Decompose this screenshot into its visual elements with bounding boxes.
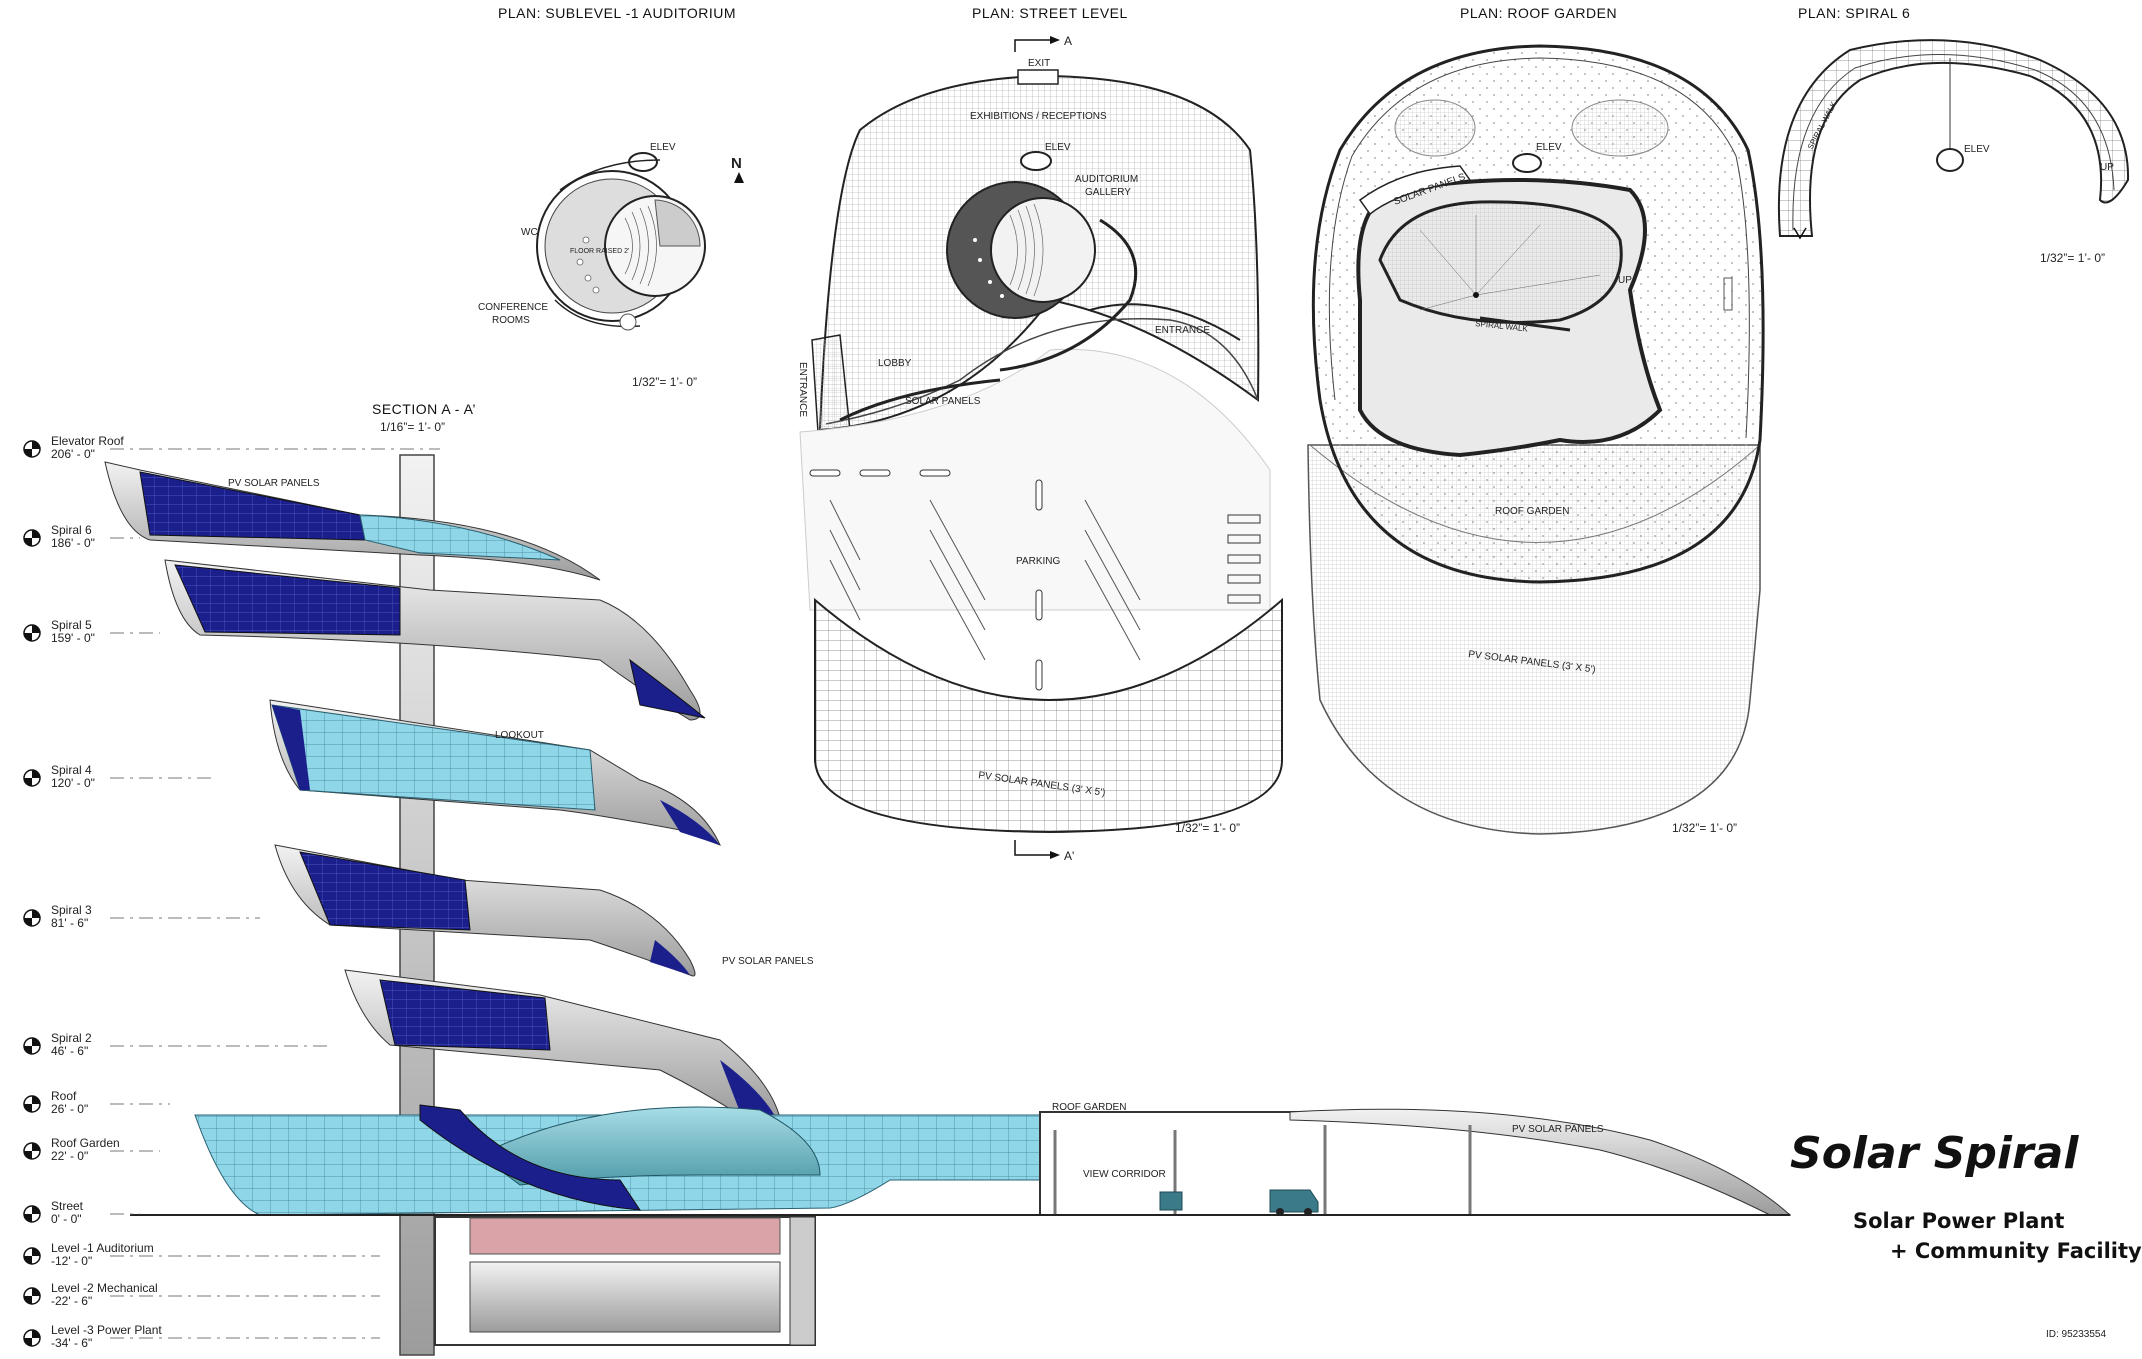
sublevel-conference-label-2: ROOMS xyxy=(492,315,530,326)
level-name: Spiral 5 xyxy=(51,618,92,632)
level-elevation: 159' - 0" xyxy=(51,631,95,645)
level-name: Spiral 6 xyxy=(51,523,92,537)
level-name: Level -3 Power Plant xyxy=(51,1323,162,1337)
level-marker: Level -2 Mechanical-22' - 6" xyxy=(23,1281,380,1308)
plan-roof-garden: PLAN: ROOF GARDEN ELEV SOLAR PANELS UP S… xyxy=(1307,5,1765,835)
street-auditorium-label-2: GALLERY xyxy=(1085,187,1131,198)
street-solar-panels-label: SOLAR PANELS xyxy=(905,396,981,407)
sublevel-conference-label-1: CONFERENCE xyxy=(478,302,548,313)
level-name: Roof xyxy=(51,1089,77,1103)
section-a-a: SECTION A - A’ 1/16”= 1’- 0” xyxy=(23,401,1792,1356)
level-marker: Spiral 381' - 6" xyxy=(23,903,260,930)
level-marker: Spiral 246' - 6" xyxy=(23,1031,330,1058)
north-arrow-label: N xyxy=(731,155,742,172)
section-view-corridor-label: VIEW CORRIDOR xyxy=(1083,1169,1166,1180)
street-exit-label: EXIT xyxy=(1028,58,1050,69)
plan-street-level: PLAN: STREET LEVEL A A' xyxy=(797,5,1283,863)
level-elevation: 46' - 6" xyxy=(51,1044,88,1058)
spiral6-up-label: UP xyxy=(2100,162,2114,173)
roof-garden-label: ROOF GARDEN xyxy=(1495,506,1569,517)
street-exhibitions-label: EXHIBITIONS / RECEPTIONS xyxy=(970,111,1107,122)
plan-sublevel-auditorium: PLAN: SUBLEVEL -1 AUDITORIUM ELEV N WC F… xyxy=(478,5,744,389)
street-lobby-label: LOBBY xyxy=(878,358,912,369)
roof-elev-label: ELEV xyxy=(1536,142,1562,153)
section-roof-garden-label: ROOF GARDEN xyxy=(1052,1102,1126,1113)
section-pv-mid-label: PV SOLAR PANELS xyxy=(722,956,814,967)
level-name: Roof Garden xyxy=(51,1136,120,1150)
level-elevation: 26' - 0" xyxy=(51,1102,88,1116)
spiral6-elev-label: ELEV xyxy=(1964,144,1990,155)
level-marker: Level -3 Power Plant-34' - 6" xyxy=(23,1323,380,1350)
project-subtitle-2: + Community Facility xyxy=(1890,1239,2142,1263)
cut-a-bottom-label: A' xyxy=(1064,849,1074,863)
section-title: SECTION A - A’ xyxy=(372,401,476,417)
level-name: Level -2 Mechanical xyxy=(51,1281,158,1295)
level-elevation: 81' - 6" xyxy=(51,916,88,930)
roof-up-label: UP xyxy=(1618,275,1632,286)
street-elev-label: ELEV xyxy=(1045,142,1071,153)
section-pv-right-label: PV SOLAR PANELS xyxy=(1512,1124,1604,1135)
level-name: Spiral 2 xyxy=(51,1031,92,1045)
section-lookout-label: LOOKOUT xyxy=(495,730,544,741)
level-name: Spiral 3 xyxy=(51,903,92,917)
spiral-3-deck xyxy=(274,844,696,977)
level-elevation: -12' - 0" xyxy=(51,1254,92,1268)
plan-roof-title: PLAN: ROOF GARDEN xyxy=(1460,5,1617,21)
north-arrow-icon xyxy=(734,172,744,183)
project-title: Solar Spiral xyxy=(1790,1128,2079,1179)
section-scale: 1/16”= 1’- 0” xyxy=(380,420,445,434)
section-pv-top-label: PV SOLAR PANELS xyxy=(228,478,320,489)
level-marker: Level -1 Auditorium-12' - 0" xyxy=(23,1241,380,1268)
sublevel-wc-label: WC xyxy=(521,227,538,238)
plan-spiral-6: PLAN: SPIRAL 6 ELEV SPIRAL WALK UP 1/32”… xyxy=(1777,5,2130,265)
roof-scale: 1/32”= 1’- 0” xyxy=(1672,821,1737,835)
level-elevation: -22' - 6" xyxy=(51,1294,92,1308)
level-elevation: 22' - 0" xyxy=(51,1149,88,1163)
spiral-4-deck xyxy=(269,699,721,846)
sublevel-floor-raised-label: FLOOR RAISED 2' xyxy=(570,248,629,255)
plan-spiral6-title: PLAN: SPIRAL 6 xyxy=(1798,5,1910,21)
spiral-5-deck xyxy=(164,559,706,721)
street-entrance-left-label: ENTRANCE xyxy=(797,362,808,417)
plan-sublevel-title: PLAN: SUBLEVEL -1 AUDITORIUM xyxy=(498,5,736,21)
spiral6-scale: 1/32”= 1’- 0” xyxy=(2040,251,2105,265)
street-entrance-right-label: ENTRANCE xyxy=(1155,325,1210,336)
spiral-6-deck xyxy=(104,461,601,581)
level-name: Level -1 Auditorium xyxy=(51,1241,154,1255)
title-block: Solar Spiral Solar Power Plant + Communi… xyxy=(1790,1128,2142,1340)
project-id: ID: 95233554 xyxy=(2046,1329,2106,1340)
street-auditorium-label-1: AUDITORIUM xyxy=(1075,174,1138,185)
level-name: Spiral 4 xyxy=(51,763,92,777)
level-name: Street xyxy=(51,1199,84,1213)
street-parking-label: PARKING xyxy=(1016,556,1060,567)
cut-a-top-label: A xyxy=(1064,34,1072,48)
level-elevation: 0' - 0" xyxy=(51,1212,82,1226)
plan-street-title: PLAN: STREET LEVEL xyxy=(972,5,1128,21)
sublevel-scale: 1/32”= 1’- 0” xyxy=(632,375,697,389)
project-subtitle-1: Solar Power Plant xyxy=(1853,1209,2064,1233)
level-name: Elevator Roof xyxy=(51,434,124,448)
level-elevation: 120' - 0" xyxy=(51,776,95,790)
street-scale: 1/32”= 1’- 0” xyxy=(1175,821,1240,835)
level-elevation: 186' - 0" xyxy=(51,536,95,550)
level-elevation: 206' - 0" xyxy=(51,447,95,461)
level-elevation: -34' - 6" xyxy=(51,1336,92,1350)
vehicle-icon xyxy=(1159,1189,1319,1216)
sublevel-elev-label: ELEV xyxy=(650,142,676,153)
spiral-2-deck xyxy=(344,969,781,1119)
